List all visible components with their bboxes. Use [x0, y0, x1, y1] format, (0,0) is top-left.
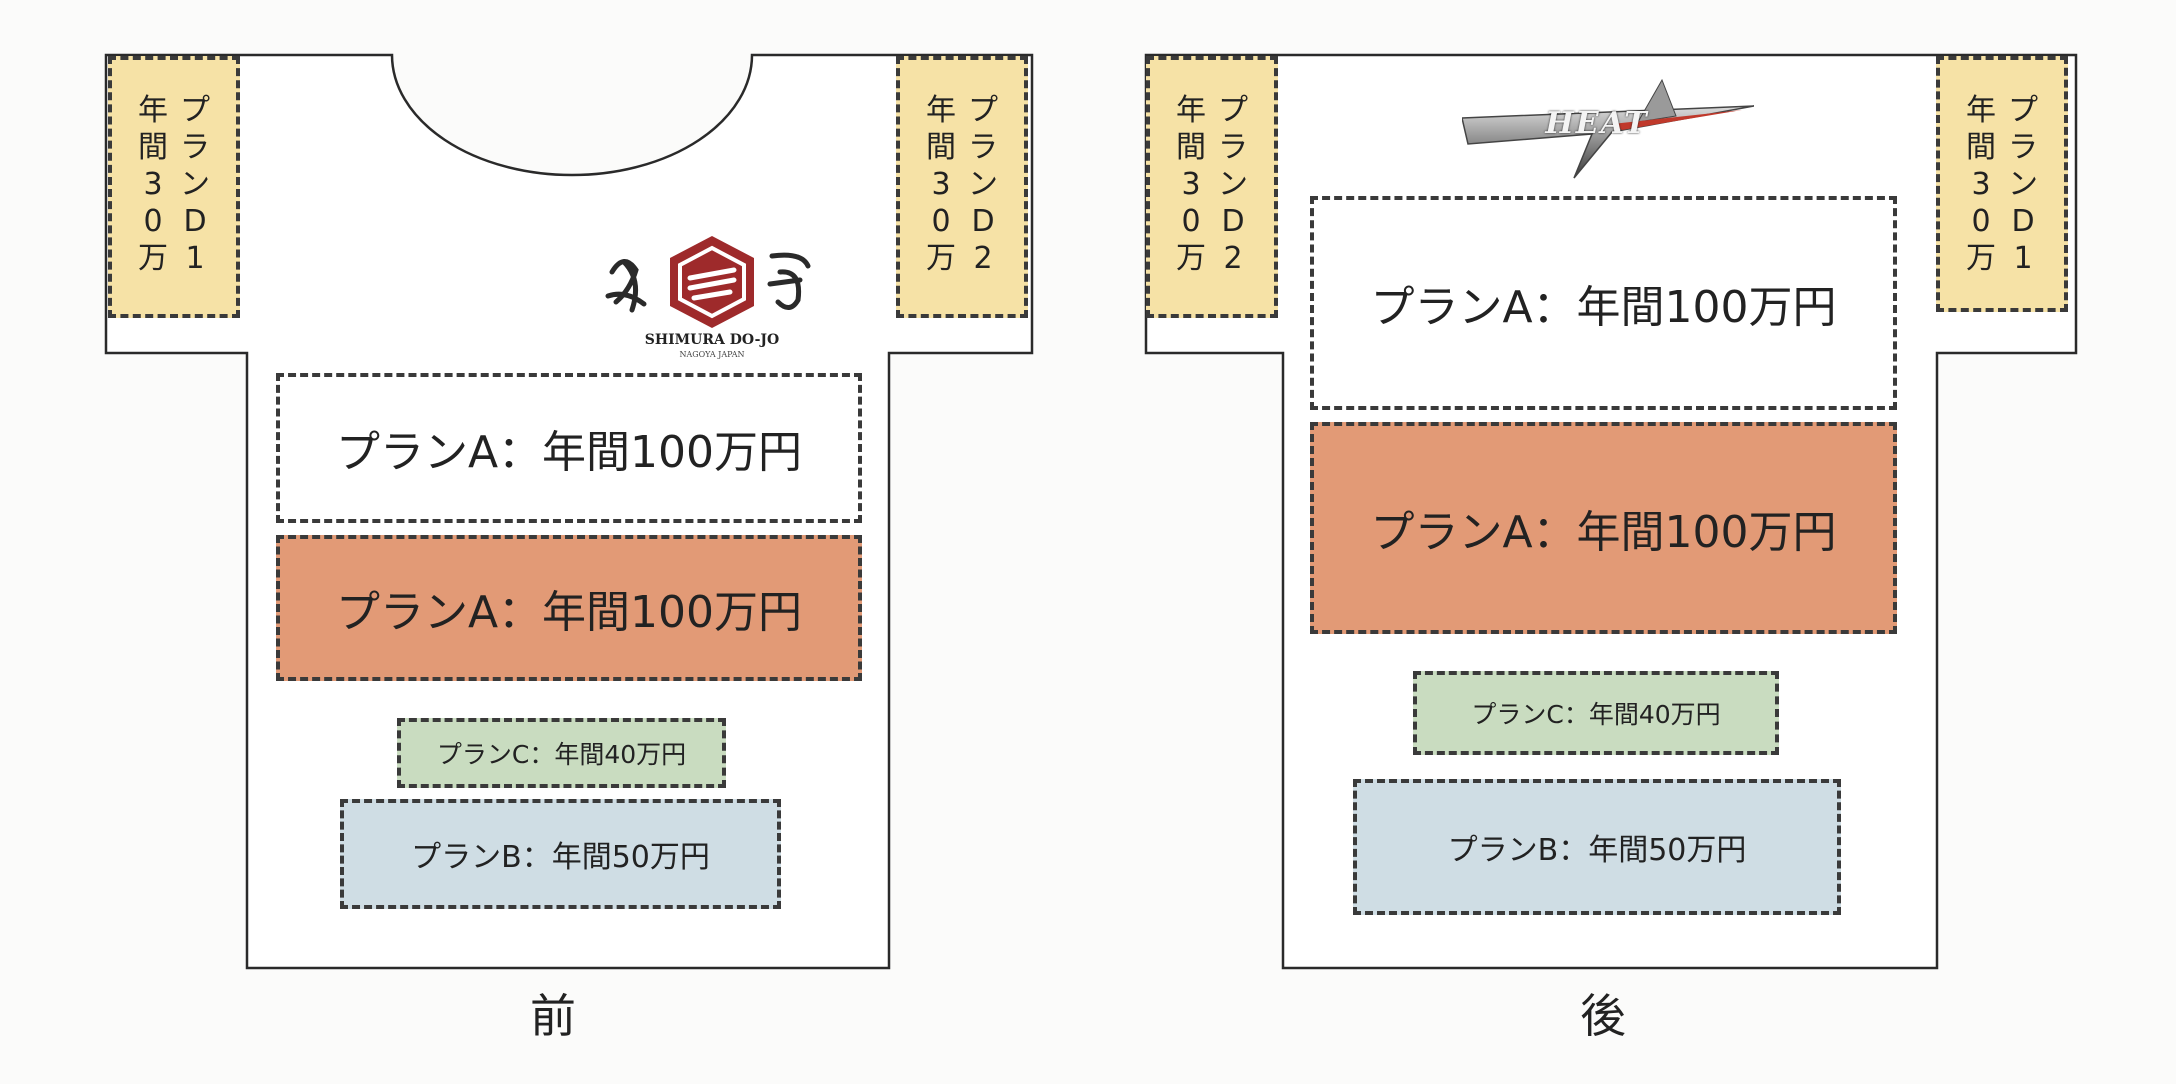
back-plan-c-label: プランC：年間40万円 [1471, 700, 1721, 729]
sleeve-char: 年 [1966, 93, 1996, 128]
sleeve-char: 3 [931, 167, 951, 202]
shimura-dojo-logo-text: SHIMURA DO-JO [644, 332, 780, 348]
sleeve-char: ラ [1218, 130, 1248, 165]
sleeve-char: プ [968, 93, 998, 128]
sleeve-char: 0 [1971, 204, 1991, 239]
back-plan-a-white-label: プランA：年間100万円 [1370, 282, 1837, 333]
sleeve-char: 万 [926, 241, 956, 276]
front-plan-b-box: プランB：年間50万円 [340, 799, 781, 909]
sleeve-char: ン [968, 167, 998, 202]
front-plan-a-orange-label: プランA：年間100万円 [335, 587, 803, 638]
sleeve-char: ン [180, 167, 210, 202]
shimura-dojo-logo: SHIMURA DO-JO NAGOYA JAPAN [602, 232, 822, 364]
back-plan-b-label: プランB：年間50万円 [1447, 833, 1747, 868]
sleeve-char: 年 [1176, 93, 1206, 128]
sleeve-char: 万 [138, 241, 168, 276]
front-plan-b-label: プランB：年間50万円 [411, 840, 710, 875]
front-plan-c-label: プランC：年間40万円 [436, 740, 687, 769]
sleeve-char: 1 [185, 241, 205, 276]
back-plan-a-white-box: プランA：年間100万円 [1310, 196, 1897, 410]
sleeve-char: プ [2008, 93, 2038, 128]
sleeve-char: D [183, 204, 207, 239]
sleeve-char: 間 [138, 130, 168, 165]
sleeve-char: プ [1218, 93, 1248, 128]
sleeve-char: 3 [1181, 167, 1201, 202]
back-plan-a-orange-label: プランA：年間100万円 [1370, 507, 1837, 558]
sleeve-char: 2 [973, 241, 993, 276]
sleeve-char: 間 [1176, 130, 1206, 165]
sleeve-char: D [2011, 204, 2035, 239]
sleeve-char: 0 [1181, 204, 1201, 239]
heat-logo-text: HEAT [1545, 106, 1649, 141]
sleeve-char: 0 [143, 204, 163, 239]
sleeve-char: ラ [968, 130, 998, 165]
back-caption: 後 [1580, 989, 1626, 1043]
front-plan-a-orange-box: プランA：年間100万円 [276, 535, 862, 681]
sleeve-char: ラ [2008, 130, 2038, 165]
heat-logo: HEAT [1461, 76, 1755, 182]
shimura-dojo-logo-subtext: NAGOYA JAPAN [679, 350, 745, 359]
sleeve-char: 間 [926, 130, 956, 165]
sleeve-char: 万 [1966, 241, 1996, 276]
sleeve-char: ン [2008, 167, 2038, 202]
front-caption: 前 [530, 989, 576, 1043]
front-plan-a-white-box: プランA：年間100万円 [276, 373, 862, 523]
sleeve-char: 万 [1176, 241, 1206, 276]
sleeve-char: 年 [138, 93, 168, 128]
sleeve-char: 0 [931, 204, 951, 239]
front-plan-c-box: プランC：年間40万円 [397, 718, 726, 788]
sleeve-char: ン [1218, 167, 1248, 202]
sleeve-char: 年 [926, 93, 956, 128]
sleeve-char: ラ [180, 130, 210, 165]
sleeve-char: D [1221, 204, 1245, 239]
sleeve-char: 3 [143, 167, 163, 202]
sleeve-char: プ [180, 93, 210, 128]
shimura-dojo-emblem-icon [605, 236, 811, 328]
back-plan-c-box: プランC：年間40万円 [1413, 671, 1779, 755]
back-plan-a-orange-box: プランA：年間100万円 [1310, 422, 1897, 634]
sleeve-char: D [971, 204, 995, 239]
sleeve-char: 間 [1966, 130, 1996, 165]
sleeve-char: 2 [1223, 241, 1243, 276]
back-plan-b-box: プランB：年間50万円 [1353, 779, 1841, 915]
sleeve-char: 1 [2013, 241, 2033, 276]
front-plan-a-white-label: プランA：年間100万円 [335, 427, 803, 478]
sleeve-char: 3 [1971, 167, 1991, 202]
